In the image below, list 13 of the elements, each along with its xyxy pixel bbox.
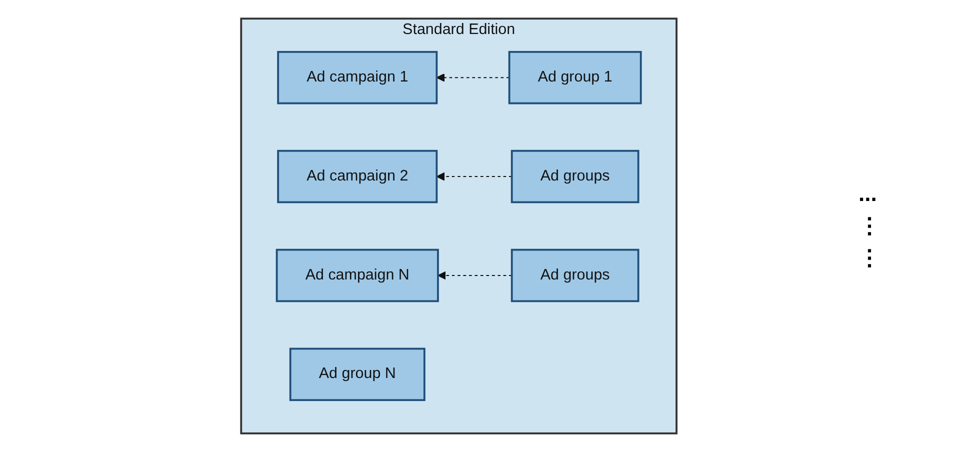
node-box: Ad group N xyxy=(289,348,426,402)
arrow xyxy=(436,172,512,181)
node-box: Ad groups xyxy=(510,150,639,204)
node-box: Ad groups xyxy=(510,248,639,302)
arrow xyxy=(437,271,512,280)
ellipsis-mark: ⋮ xyxy=(858,245,880,271)
node-box: Ad campaign N xyxy=(276,248,439,302)
node-box: Ad campaign 2 xyxy=(276,150,438,204)
ellipsis-mark: ... xyxy=(858,181,878,207)
arrow xyxy=(436,73,510,82)
node-box: Ad group 1 xyxy=(508,50,642,104)
node-box: Ad campaign 1 xyxy=(276,50,438,104)
ellipsis-mark: ⋮ xyxy=(858,213,880,239)
